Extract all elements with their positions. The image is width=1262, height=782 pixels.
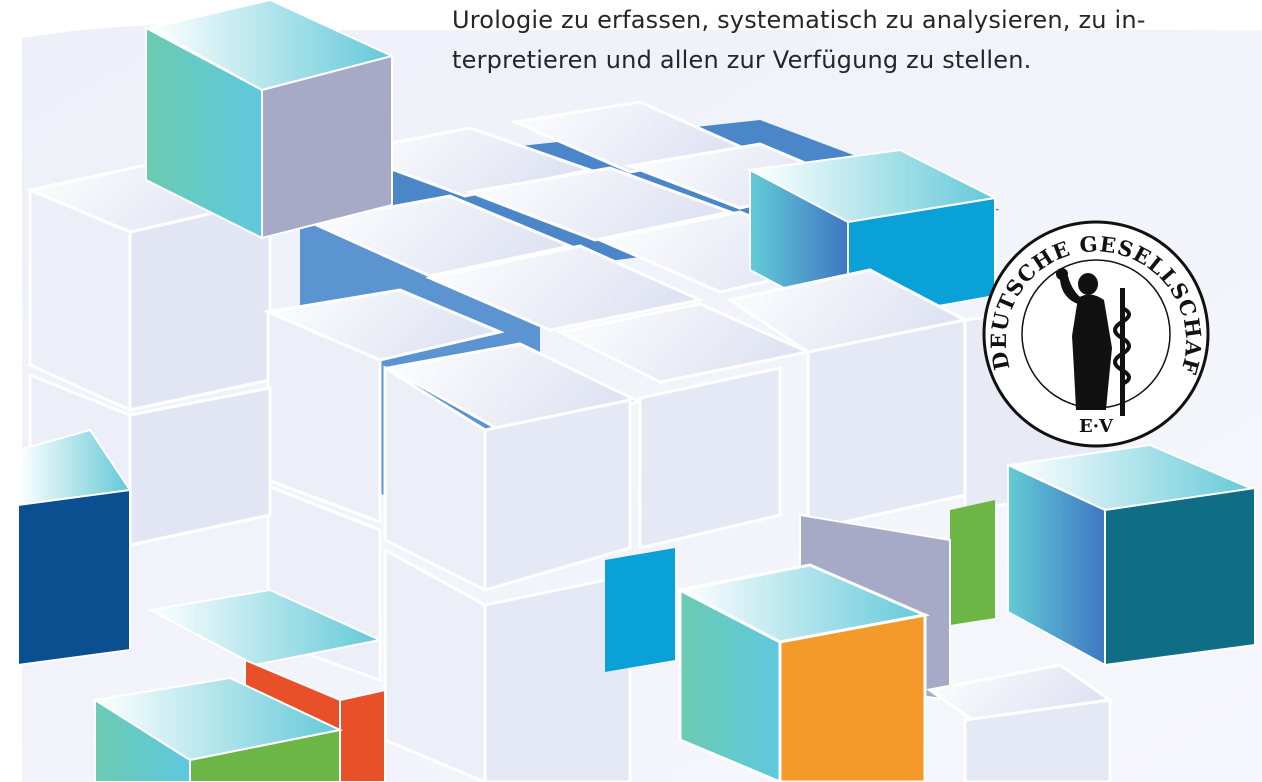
intro-text: Urologie zu erfassen, systematisch zu an… [452, 0, 1172, 80]
asclepius-figure-icon [1056, 268, 1131, 416]
cube-center-blue [605, 548, 675, 672]
cube-right-green [950, 500, 995, 625]
cube-bottom-right [926, 663, 1114, 782]
intro-line-2: terpretieren und allen zur Verfügung zu … [452, 46, 1032, 74]
cube-right-teal [1006, 443, 1259, 667]
cube-top-floating [145, 0, 395, 240]
cube-left-navy [17, 428, 132, 667]
cube-lower-row [28, 372, 632, 782]
cube-bottom-left [92, 588, 386, 782]
cube-front-orange [675, 563, 931, 782]
dgu-seal-logo: DEUTSCHE GESELLSCHAFT FÜR UROLOGIE E·V [980, 218, 1210, 448]
intro-line-1: Urologie zu erfassen, systematisch zu an… [452, 6, 1146, 34]
seal-bottom-text: E·V [1079, 416, 1114, 437]
